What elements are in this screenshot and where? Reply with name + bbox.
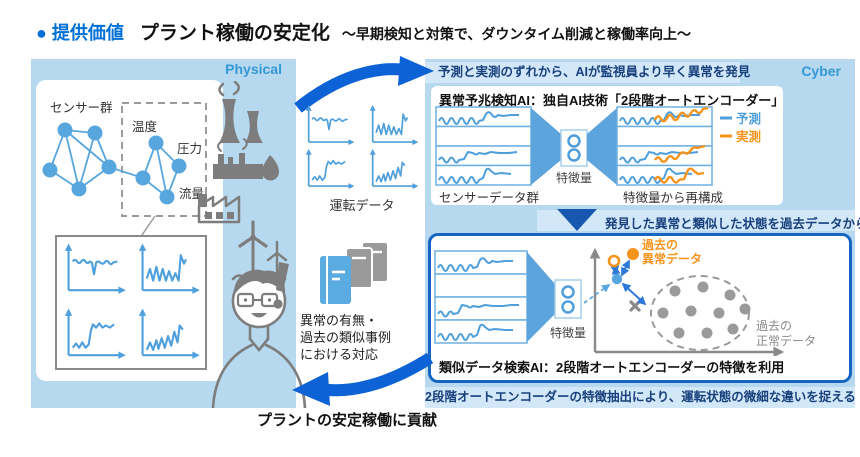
decoder-funnel <box>587 108 617 185</box>
feature-node <box>561 300 575 314</box>
physical-panel: Physical センサー群 <box>31 59 307 408</box>
legend-pred-label: 予測 <box>736 111 761 126</box>
operation-chart-1 <box>297 104 361 148</box>
physical-label: Physical <box>225 61 282 77</box>
feature-node <box>567 148 581 162</box>
cyber-label: Cyber <box>801 63 841 79</box>
current-data-point <box>611 273 623 285</box>
box1-title: 異常予兆検知AI：独自AI技術「2段階オートエンコーダー」 <box>439 93 785 108</box>
past-anomaly-point <box>627 248 639 260</box>
normal-data-points <box>657 281 751 339</box>
input-wave-stack <box>435 106 532 186</box>
footer-band: 2段階オートエンコーダーの特徴抽出により、運転状態の微細な違いを捉える <box>425 387 856 408</box>
normal-label-line2: 正常データ <box>756 333 816 348</box>
input-wave-stack <box>434 250 528 344</box>
x-mark <box>629 300 641 312</box>
operation-chart-2 <box>361 104 425 148</box>
sensor-network-nodes <box>42 122 187 205</box>
legend: 予測 実測 <box>720 111 761 144</box>
box2-title: 類似データ検索AI：2段階オートエンコーダーの特徴を利用 <box>439 360 785 375</box>
sensor-flow-label: 流量 <box>179 187 204 201</box>
similar-data-search-ai-card: 特徴量 <box>428 233 852 383</box>
page-title-main: プラント稼働の安定化 <box>139 23 330 44</box>
cyber-panel: Cyber 予測と実測のずれから、AIが監視員より早く異常を発見 異常予兆検知A… <box>425 59 860 408</box>
feature-node <box>561 285 575 299</box>
operation-chart-4 <box>361 148 425 192</box>
page-title-sub: ～早期検知と対策で、ダウンタイム削減と稼働率向上～ <box>341 26 692 42</box>
actual-wave-overlay <box>653 106 709 184</box>
legend-actual-label: 実測 <box>736 129 761 144</box>
response-text: 異常の有無・ 過去の類似事例 における対応 <box>300 312 391 363</box>
bottom-caption: プラントの安定稼働に貢献 <box>257 412 438 429</box>
sensor-chart-4 <box>133 305 203 365</box>
response-line-1: 異常の有無・ <box>300 313 379 328</box>
sensor-charts-box <box>55 235 207 370</box>
past-anomaly-point-open <box>607 254 621 268</box>
normal-data-cluster <box>650 275 750 351</box>
feature-space-figure: 特徴量 <box>434 238 816 356</box>
sensor-press-label: 圧力 <box>177 142 202 156</box>
step1-header-text: 予測と実測のずれから、AIが監視員より早く異常を発見 <box>438 65 751 79</box>
step2-header-band <box>537 210 855 231</box>
box1-input-label: センサーデータ群 <box>439 191 540 205</box>
sensor-group-label: センサー群 <box>50 101 113 115</box>
feature-node <box>567 134 581 148</box>
sensor-chart-1 <box>59 240 129 300</box>
response-line-2: 過去の類似事例 <box>300 330 392 345</box>
distance-arrow <box>621 259 630 277</box>
distance-arrow <box>621 282 647 306</box>
step2-header-text: 発見した異常と類似した状態を過去データから検索 <box>605 217 860 231</box>
output-wave-stack <box>616 106 713 186</box>
operation-data-charts <box>297 104 425 192</box>
page-title-label: ● 提供価値 <box>36 23 124 43</box>
page-title: ● 提供価値 プラント稼働の安定化 ～早期検知と対策で、ダウンタイム削減と稼働率… <box>36 18 691 45</box>
sensor-overview-card: センサー群 温度 <box>36 80 223 381</box>
distance-arrow <box>610 265 621 275</box>
operation-data-label: 運転データ <box>329 198 395 213</box>
box1-output-label: 特徴量から再構成 <box>623 191 724 205</box>
connector-line <box>139 215 156 239</box>
anomaly-detection-ai-card: 異常予兆検知AI：独自AI技術「2段階オートエンコーダー」 <box>431 86 785 205</box>
case-documents-icon <box>320 242 389 304</box>
feature-to-point-arrow <box>583 284 611 304</box>
encoder-funnel <box>527 252 555 342</box>
response-line-3: における対応 <box>300 347 379 362</box>
footer-text: 2段階オートエンコーダーの特徴抽出により、運転状態の微細な違いを捉える <box>425 390 856 404</box>
anomaly-label-line1: 過去の <box>641 238 678 252</box>
operator-person-icon <box>211 269 307 408</box>
sensor-dashed-box <box>121 102 207 217</box>
refinery-flame-icon <box>213 138 279 181</box>
operation-chart-3 <box>297 148 361 192</box>
exclamation-icon <box>273 262 289 309</box>
sensor-network-figure: センサー群 温度 <box>42 101 207 239</box>
sensor-chart-3 <box>59 305 129 365</box>
feature-space-plot: 過去の 異常データ 過去の 正常データ <box>583 238 816 356</box>
flow-arrow-to-cyber <box>294 56 434 113</box>
feature-label: 特徴量 <box>550 325 586 340</box>
step-down-triangle <box>557 209 597 231</box>
normal-label-line1: 過去の <box>756 319 792 333</box>
autoencoder-figure: 特徴量 <box>435 106 761 186</box>
step1-header-band: 予測と実測のずれから、AIが監視員より早く異常を発見 <box>425 62 751 83</box>
cooling-tower-icon <box>218 81 263 143</box>
factory-icon <box>197 194 241 224</box>
anomaly-label-line2: 異常データ <box>642 251 702 266</box>
feature-label: 特徴量 <box>556 170 592 185</box>
encoder-funnel <box>531 108 561 185</box>
flow-arrow-to-physical <box>292 352 434 406</box>
sensor-temp-label: 温度 <box>132 119 158 134</box>
